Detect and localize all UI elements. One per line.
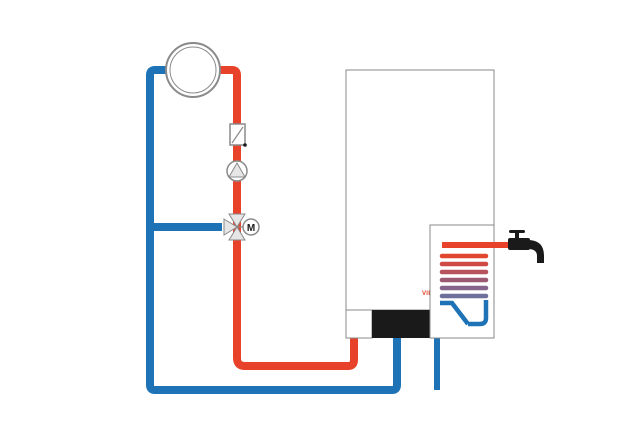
boiler-connection-box: [345, 309, 373, 339]
heat-exchanger-coil-icon: [439, 253, 489, 299]
three-way-mixing-valve-icon: M: [223, 213, 260, 241]
boiler-control-panel: [372, 310, 430, 338]
motor-actuator-icon: [242, 218, 260, 236]
motor-label: M: [247, 223, 255, 234]
check-valve-icon: [229, 123, 247, 147]
supply-pipe-main: [214, 66, 358, 370]
coil-return-pipe: [440, 300, 489, 327]
radiator-circle-icon: [165, 42, 221, 98]
return-pipe-main: [146, 66, 401, 394]
water-tap-icon: [508, 230, 544, 263]
hot-water-cylinder: [429, 224, 510, 339]
circulation-pump-icon: [226, 160, 248, 182]
